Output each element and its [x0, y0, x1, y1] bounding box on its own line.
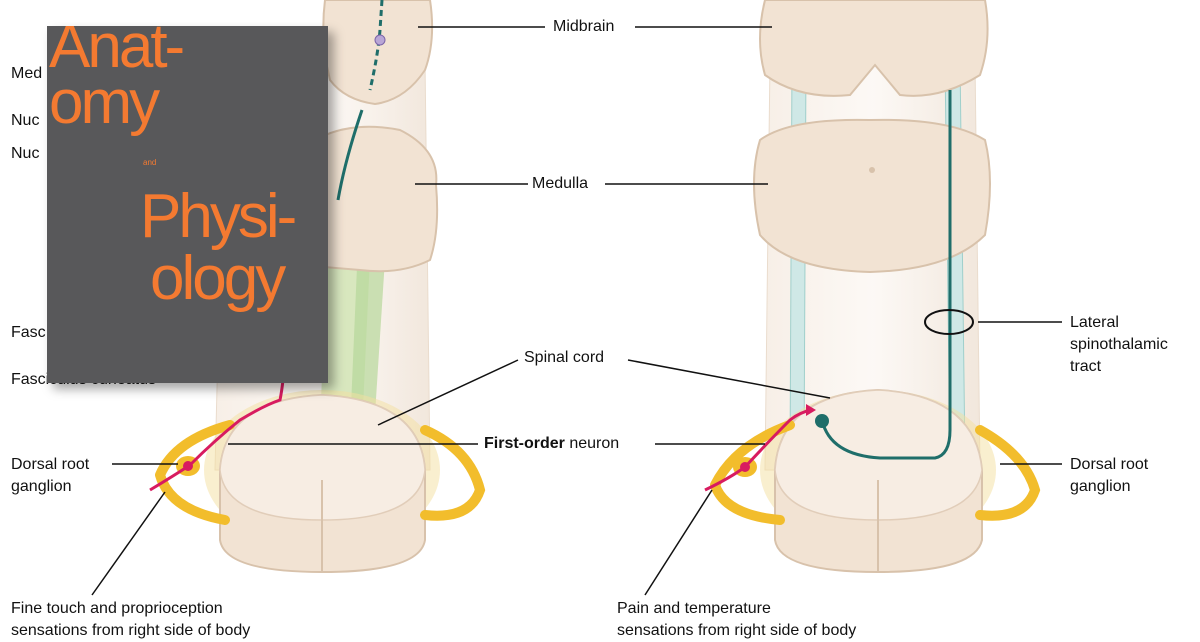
- label-spinal-cord: Spinal cord: [524, 349, 605, 366]
- book-title-line-4: ology: [150, 244, 286, 313]
- right-afferent-arrowhead: [806, 404, 816, 416]
- book-title-line-2: omy: [49, 68, 160, 137]
- left-afferent-soma: [183, 461, 193, 471]
- right-lateral-spinothalamic-tract: [820, 90, 952, 460]
- label-lateral-1: Lateral: [1070, 314, 1119, 331]
- leader-lines: [91, 26, 1062, 596]
- book-title-line-3: Physi-: [140, 182, 297, 251]
- right-midbrain-section: [759, 0, 989, 97]
- right-pathway: [704, 0, 1041, 574]
- left-first-order-afferent: [149, 349, 287, 492]
- label-right-caption-2: sensations from right side of body: [617, 622, 857, 639]
- book-cover[interactable]: Anat- omy and Physi- ology: [47, 26, 328, 383]
- label-lateral-2: spinothalamic: [1070, 336, 1168, 353]
- tract-marker-oval: [924, 309, 974, 335]
- label-partial-nuc-2: Nuc: [11, 145, 40, 162]
- label-partial-fasc-1: Fasc: [11, 324, 46, 341]
- right-second-order-soma: [815, 414, 829, 428]
- label-drg-left-1: Dorsal root: [11, 456, 90, 473]
- label-first-order-bold: First-order: [484, 435, 565, 452]
- label-left-caption-1: Fine touch and proprioception: [11, 600, 223, 617]
- right-medulla-canal: [869, 167, 875, 173]
- label-partial-med: Med: [11, 65, 43, 82]
- label-medulla: Medulla: [532, 175, 589, 192]
- label-first-order-rest: neuron: [564, 435, 620, 452]
- label-right-caption-1: Pain and temperature: [617, 600, 771, 617]
- right-medulla-section: [753, 118, 991, 274]
- label-first-order-neuron: First-order neuron: [484, 433, 619, 455]
- label-midbrain: Midbrain: [553, 18, 615, 35]
- book-title-line-1: Anat-: [49, 26, 185, 81]
- label-left-caption-2: sensations from right side of body: [11, 622, 251, 639]
- book-conjunction: and: [143, 158, 157, 167]
- label-drg-left-2: ganglion: [11, 478, 72, 495]
- label-partial-nuc-1: Nuc: [11, 112, 40, 129]
- label-lateral-3: tract: [1070, 358, 1102, 375]
- right-first-order-afferent: [704, 408, 813, 492]
- left-medial-lemniscus: [368, 0, 384, 91]
- left-midbrain-nucleus: [374, 34, 386, 46]
- label-drg-right-2: ganglion: [1070, 478, 1131, 495]
- left-medulla-section: [299, 125, 439, 273]
- label-drg-right-1: Dorsal root: [1070, 456, 1149, 473]
- right-afferent-soma: [740, 462, 750, 472]
- left-medial-lemniscus-lower: [336, 109, 364, 201]
